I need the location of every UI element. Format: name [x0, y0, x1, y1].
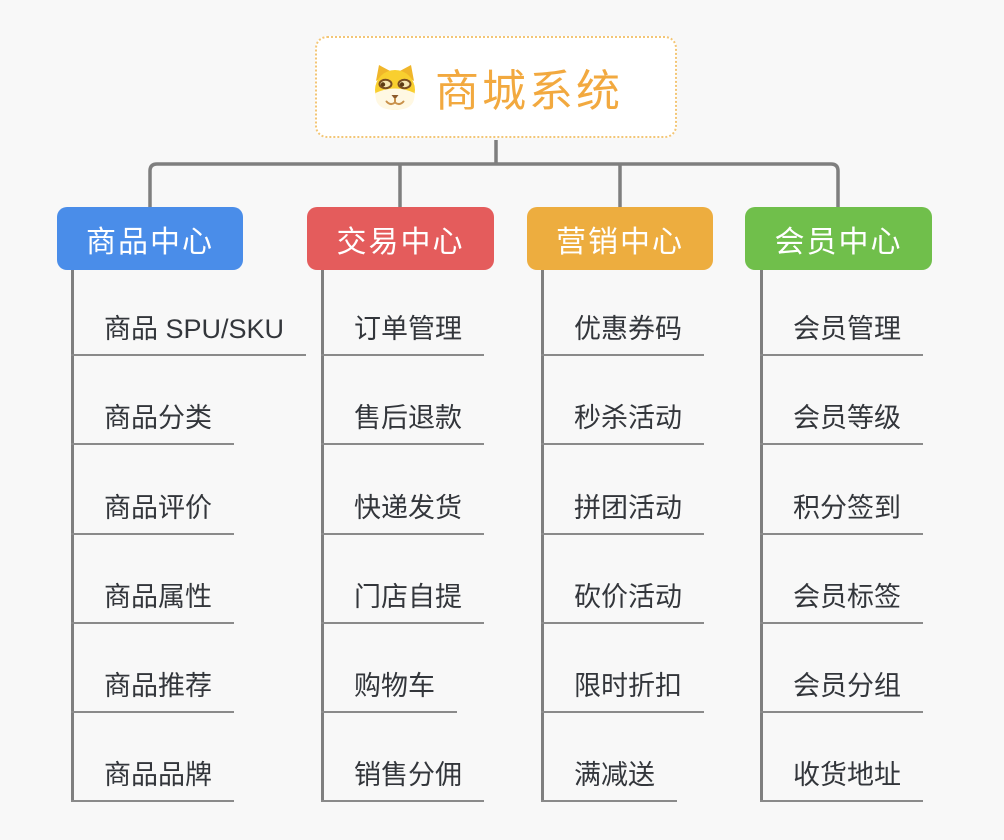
root-title: 商城系统	[435, 67, 623, 116]
topic-shipping-address[interactable]: 收货地址	[760, 758, 923, 802]
topic-product-category[interactable]: 商品分类	[71, 401, 234, 445]
topic-product-recommend[interactable]: 商品推荐	[71, 669, 234, 713]
topic-product-spu-sku[interactable]: 商品 SPU/SKU	[71, 312, 307, 356]
topic-product-attribute[interactable]: 商品属性	[71, 580, 234, 624]
topic-aftersale-refund[interactable]: 售后退款	[321, 401, 484, 445]
topic-bargain-activity[interactable]: 砍价活动	[541, 580, 704, 624]
topic-order-management[interactable]: 订单管理	[321, 312, 484, 356]
branch-connector-line	[760, 270, 763, 801]
topic-flash-sale[interactable]: 秒杀活动	[541, 401, 704, 445]
topic-product-review[interactable]: 商品评价	[71, 491, 234, 535]
topic-express-delivery[interactable]: 快递发货	[321, 491, 484, 535]
topic-spend-save[interactable]: 满减送	[541, 758, 677, 802]
topic-limited-time-discount[interactable]: 限时折扣	[541, 669, 704, 713]
topic-coupon-code[interactable]: 优惠券码	[541, 312, 704, 356]
branch-connector-line	[541, 270, 544, 801]
topic-member-level[interactable]: 会员等级	[760, 401, 923, 445]
topic-member-group[interactable]: 会员分组	[760, 669, 923, 713]
root-node[interactable]: 商城系统	[315, 36, 677, 138]
topic-shopping-cart[interactable]: 购物车	[321, 669, 457, 713]
topic-product-brand[interactable]: 商品品牌	[71, 758, 234, 802]
topic-member-management[interactable]: 会员管理	[760, 312, 923, 356]
topic-store-pickup[interactable]: 门店自提	[321, 580, 484, 624]
topic-member-tag[interactable]: 会员标签	[760, 580, 923, 624]
topic-sales-commission[interactable]: 销售分佣	[321, 758, 484, 802]
branch-header-product-center[interactable]: 商品中心	[57, 207, 243, 270]
topic-points-checkin[interactable]: 积分签到	[760, 491, 923, 535]
branch-header-member-center[interactable]: 会员中心	[745, 207, 932, 270]
branch-connector-line	[71, 270, 74, 801]
topic-group-buy[interactable]: 拼团活动	[541, 491, 704, 535]
branch-header-trade-center[interactable]: 交易中心	[307, 207, 494, 270]
branch-header-marketing-center[interactable]: 营销中心	[527, 207, 713, 270]
dog-face-icon	[375, 65, 415, 110]
branch-connector-line	[321, 270, 324, 801]
